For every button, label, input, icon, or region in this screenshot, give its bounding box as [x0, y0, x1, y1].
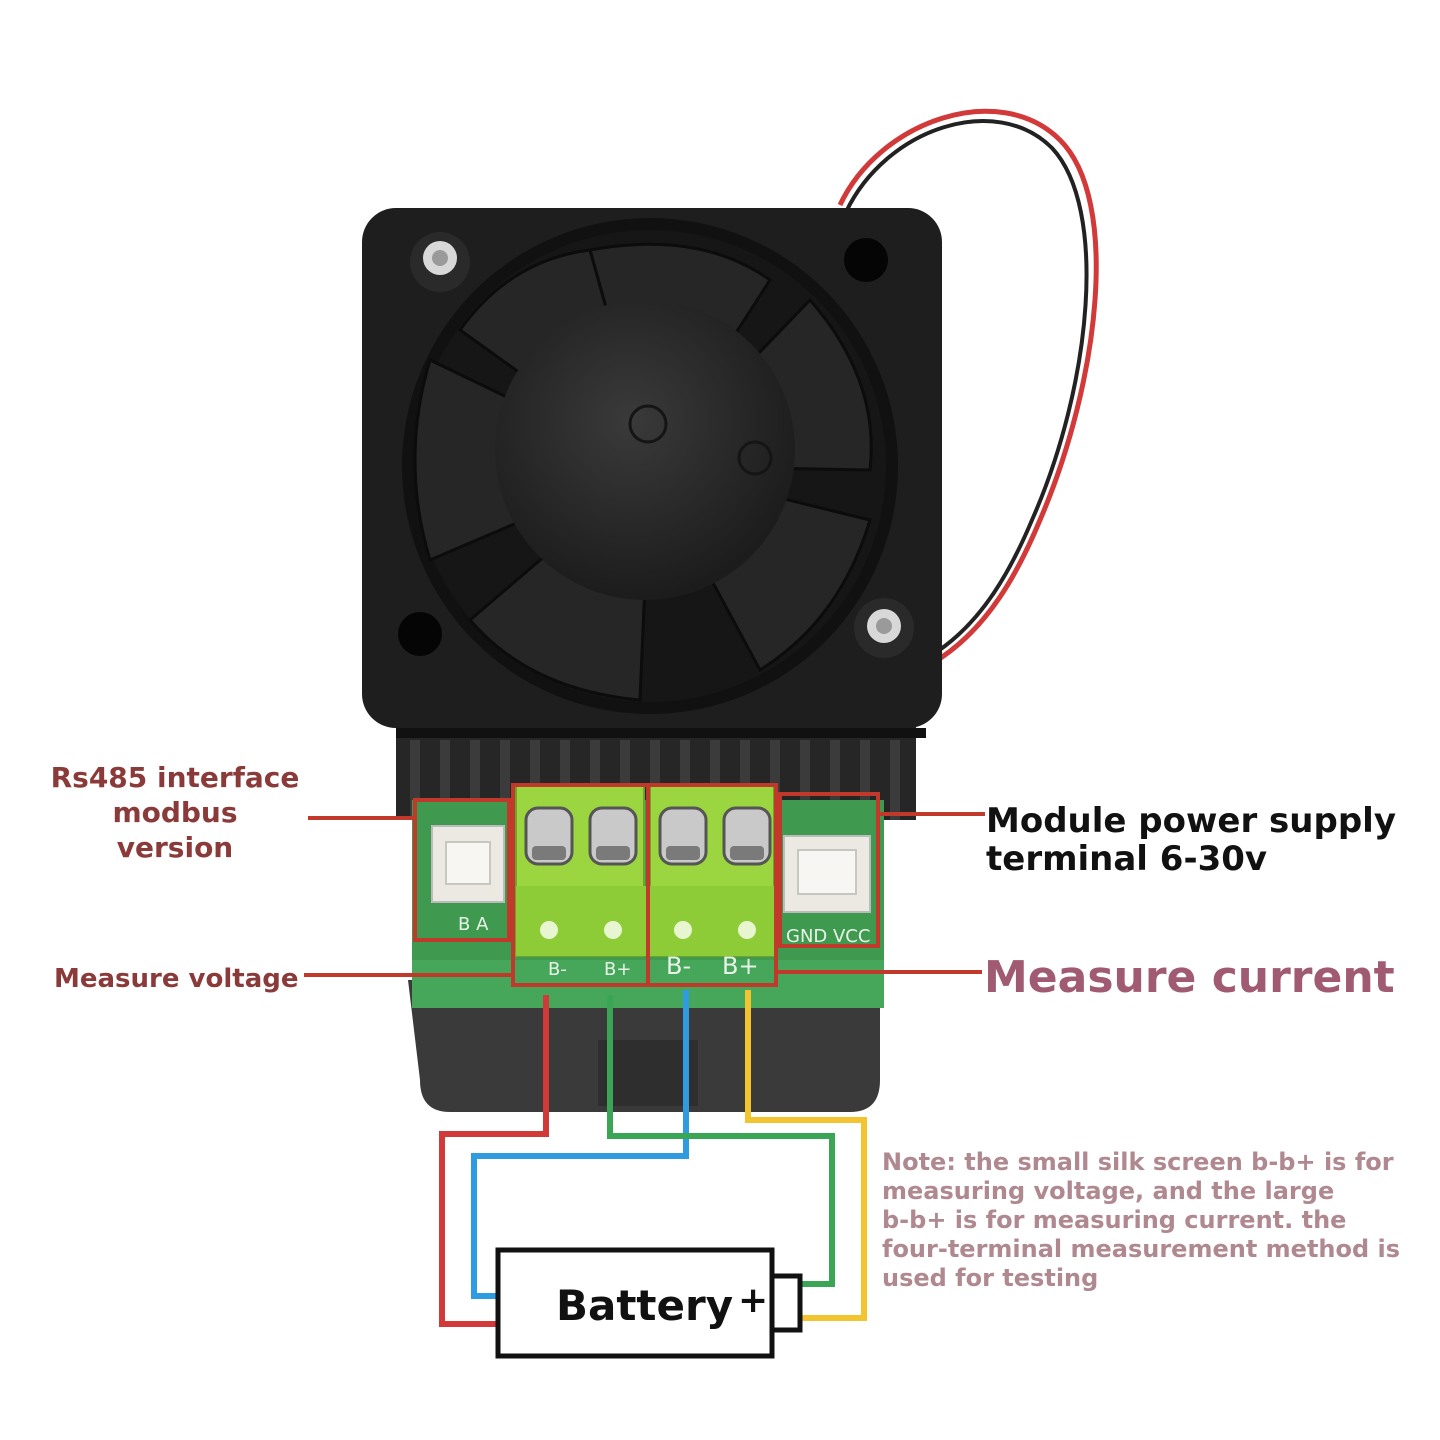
silk-voltage-bplus: B+ — [604, 959, 631, 980]
note-line: four-terminal measurement method is — [882, 1235, 1401, 1263]
fan-icon — [362, 208, 942, 728]
callout-lines — [304, 812, 985, 977]
power-supply-label-line: terminal 6-30v — [986, 839, 1268, 879]
silk-rs485-pins: B A — [458, 914, 489, 935]
note-line: b-b+ is for measuring current. the — [882, 1206, 1347, 1234]
rs485-label-line: Rs485 interface — [50, 761, 300, 794]
note-line: used for testing — [882, 1264, 1099, 1292]
power-supply-label: Module power supply terminal 6-30v — [986, 802, 1396, 878]
battery-icon — [495, 1247, 803, 1359]
wire-blue — [471, 990, 689, 1299]
silk-voltage-bminus: B- — [548, 959, 567, 980]
current-terminal-callout-box — [646, 783, 778, 987]
power-callout-box — [778, 792, 880, 948]
power-connector — [783, 835, 871, 913]
note-line: Note: the small silk screen b-b+ is for — [882, 1148, 1394, 1176]
silk-current-bminus: B- — [666, 952, 691, 980]
screw-terminal-icon — [515, 785, 775, 957]
wire-yellow — [745, 990, 867, 1321]
fan-cable — [799, 108, 1099, 703]
rs485-label-line: version — [116, 831, 234, 864]
note-line: measuring voltage, and the large — [882, 1177, 1335, 1205]
rs485-label: Rs485 interface modbus version — [30, 760, 320, 865]
note-text: Note: the small silk screen b-b+ is for … — [882, 1148, 1422, 1293]
rs485-label-line: modbus — [112, 796, 238, 829]
battery-label: Battery — [556, 1281, 734, 1330]
callout-boxes — [413, 783, 880, 987]
wire-red — [439, 995, 549, 1327]
silk-power-pins: GND VCC — [786, 926, 870, 947]
wire-green — [607, 995, 835, 1287]
rs485-callout-box — [413, 798, 511, 942]
measure-voltage-label: Measure voltage — [54, 964, 299, 994]
silk-current-bplus: B+ — [722, 952, 759, 980]
rs485-connector — [431, 825, 505, 903]
power-supply-label-line: Module power supply — [986, 801, 1396, 841]
battery-wiring — [439, 990, 867, 1327]
measure-current-label: Measure current — [984, 952, 1395, 1003]
battery-plus-label: + — [738, 1280, 769, 1321]
